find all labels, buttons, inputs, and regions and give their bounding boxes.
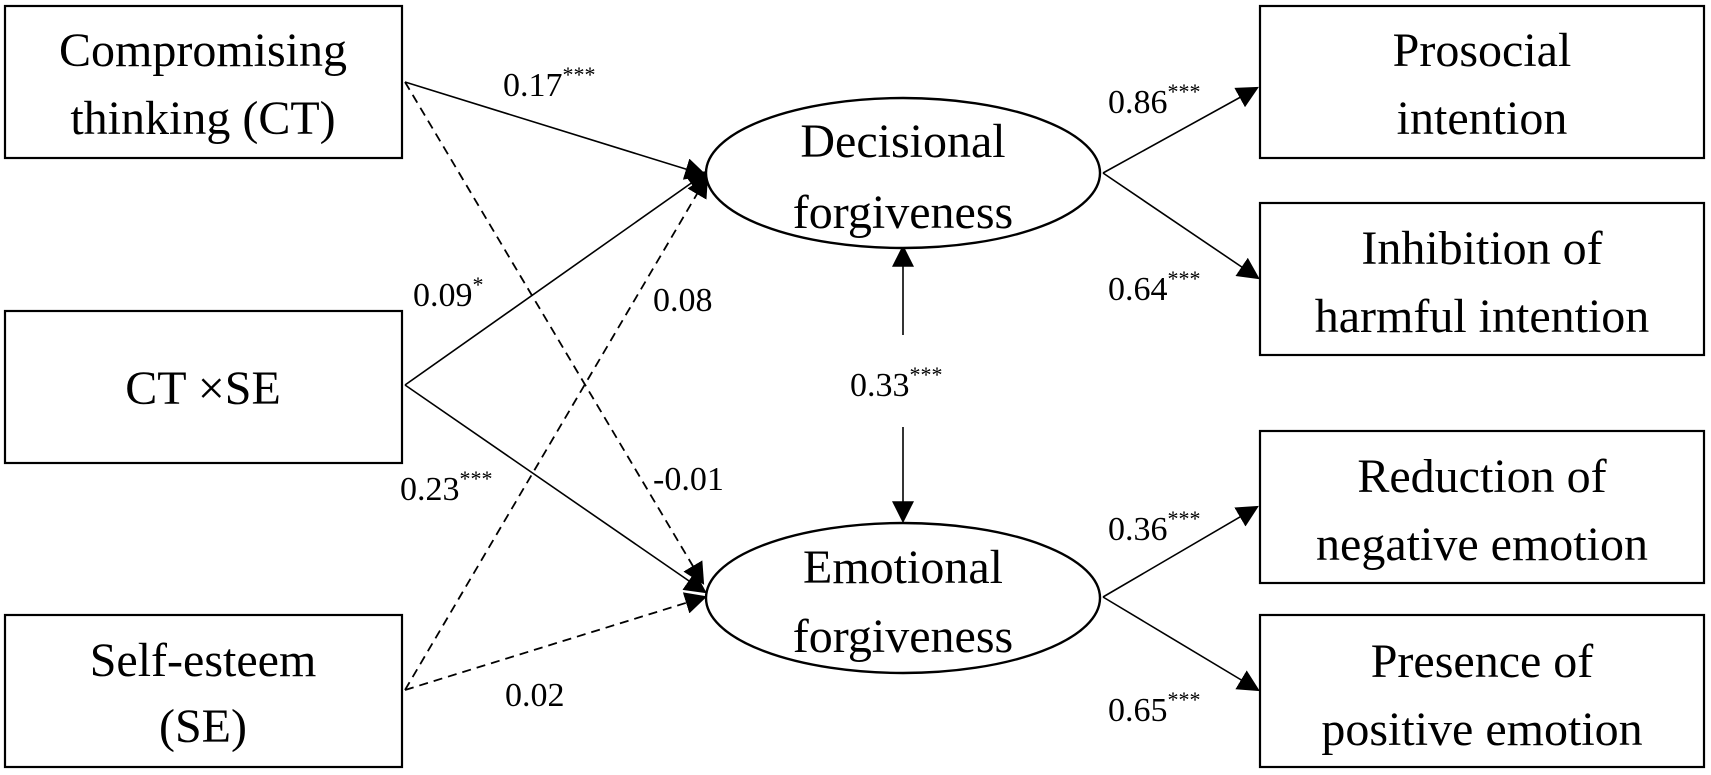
node-presence-line1: Presence of: [1371, 635, 1594, 688]
node-se-line2: (SE): [159, 700, 247, 753]
path-ctse-to-decisional: [404, 170, 709, 386]
path-decisional-to-prosocial: [1102, 86, 1259, 174]
coef-ct-decisional: 0.17***: [503, 62, 596, 104]
node-presence-line2: positive emotion: [1321, 703, 1642, 756]
coef-ctse-emotional: 0.23***: [400, 466, 493, 508]
node-inhibition-harmful-intention: Inhibition of harmful intention: [1258, 201, 1706, 357]
path-se-to-emotional: [404, 592, 708, 691]
node-inhibition-line1: Inhibition of: [1361, 222, 1602, 275]
node-decisional-forgiveness: Decisional forgiveness: [704, 96, 1102, 250]
coef-decisional-emotional: 0.33***: [850, 362, 943, 404]
coef-se-emotional: 0.02: [505, 677, 565, 714]
path-ctse-to-emotional: [404, 384, 707, 594]
node-self-esteem: Self-esteem (SE): [3, 613, 404, 769]
node-emotional-forgiveness: Emotional forgiveness: [704, 521, 1102, 675]
node-presence-positive-emotion: Presence of positive emotion: [1258, 613, 1706, 769]
coef-decisional-prosocial: 0.86***: [1108, 79, 1201, 121]
node-prosocial-line2: intention: [1397, 92, 1568, 145]
path-ct-to-decisional: [404, 81, 708, 180]
node-ct-line2: thinking (CT): [70, 92, 335, 145]
path-emotional-to-presence: [1102, 596, 1260, 692]
node-inhibition-line2: harmful intention: [1315, 290, 1650, 343]
path-decisional-to-inhibition: [1102, 172, 1260, 280]
node-prosocial-intention: Prosocial intention: [1258, 4, 1706, 160]
node-ct-x-se: CT ×SE: [3, 309, 404, 465]
path-se-to-decisional: [404, 175, 709, 691]
node-emotional-line1: Emotional: [803, 541, 1003, 594]
node-emotional-line2: forgiveness: [793, 610, 1013, 663]
node-reduction-negative-emotion: Reduction of negative emotion: [1258, 429, 1706, 585]
coef-emotional-reduction: 0.36***: [1108, 506, 1201, 548]
path-emotional-to-reduction: [1102, 505, 1259, 598]
node-decisional-line1: Decisional: [800, 115, 1005, 168]
path-lines: [404, 81, 1260, 692]
coefficient-labels: 0.17*** -0.01 0.09* 0.23*** 0.08 0.02 0.…: [400, 62, 1201, 729]
coef-ctse-decisional: 0.09*: [413, 272, 484, 314]
coef-emotional-presence: 0.65***: [1108, 687, 1201, 729]
path-ct-to-emotional: [404, 81, 705, 585]
coef-decisional-inhibition: 0.64***: [1108, 266, 1201, 308]
coef-ct-emotional: -0.01: [653, 461, 724, 498]
coef-se-decisional: 0.08: [653, 282, 713, 319]
node-ctse-line1: CT ×SE: [125, 362, 281, 415]
node-ct-line1: Compromising: [59, 24, 347, 77]
node-prosocial-line1: Prosocial: [1393, 24, 1572, 77]
node-reduction-line2: negative emotion: [1316, 518, 1648, 571]
node-se-line1: Self-esteem: [90, 634, 317, 687]
node-reduction-line1: Reduction of: [1357, 450, 1606, 503]
node-compromising-thinking: Compromising thinking (CT): [3, 4, 404, 160]
node-decisional-line2: forgiveness: [793, 186, 1013, 239]
